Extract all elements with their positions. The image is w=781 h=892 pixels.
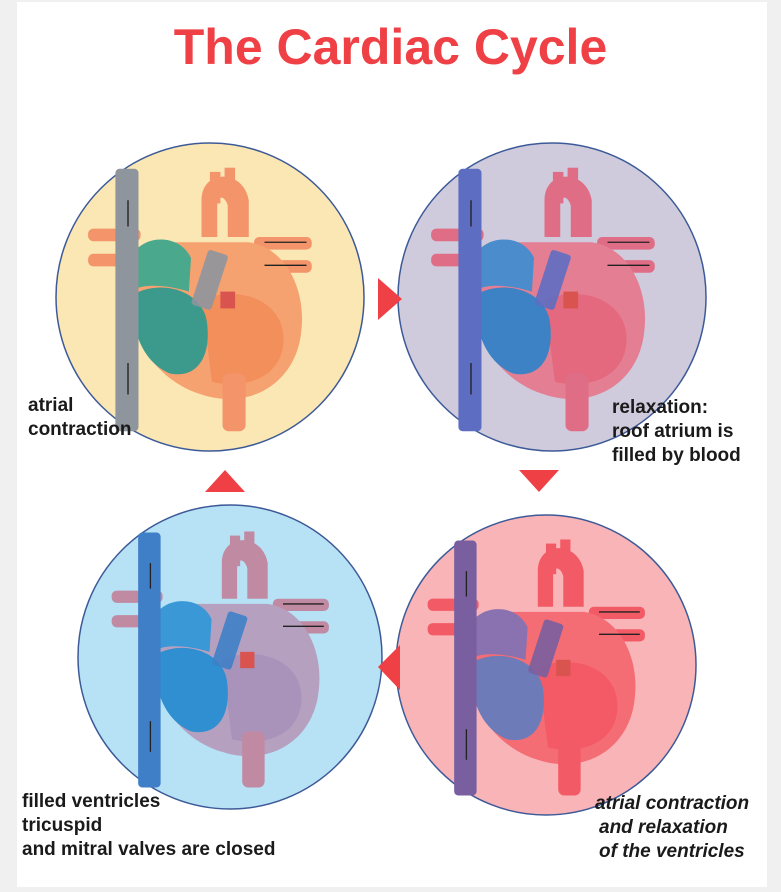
label-atrial-contraction-relaxation-ventricles: atrial contraction and relaxation of the… <box>595 792 749 864</box>
stage-circle-filled-ventricles <box>78 505 382 809</box>
arrow-down-icon <box>519 470 559 492</box>
label-relaxation: relaxation: roof atrium is filled by blo… <box>612 396 741 468</box>
stage-circle-atrial-contraction-relaxation-ventricles <box>396 515 696 815</box>
label-atrial-contraction: atrial contraction <box>28 394 131 442</box>
arrow-up-icon <box>205 470 245 492</box>
label-filled-ventricles: filled ventricles tricuspid and mitral v… <box>22 790 275 862</box>
